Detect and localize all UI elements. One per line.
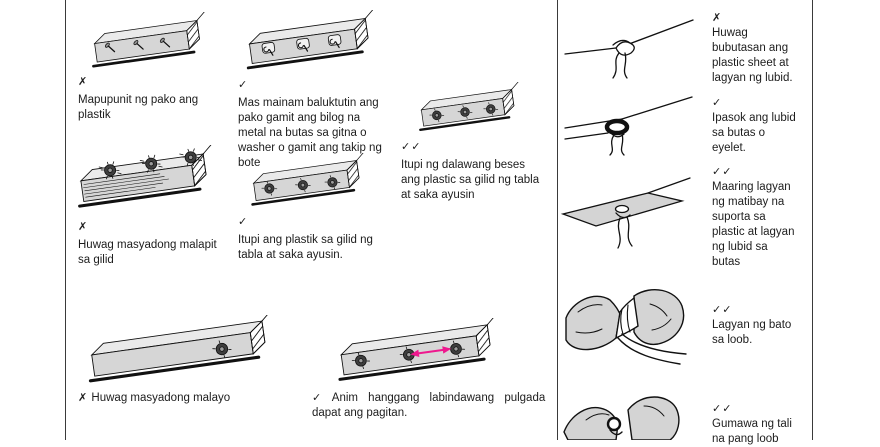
check-mark: ✓ [712,97,723,109]
rope-eyelet-illustration [562,92,706,156]
caption-text: Maaring lagyan ng matibay na suporta sa … [712,181,795,268]
double-check-mark: ✓✓ [712,166,733,178]
rope-knot-illustration [562,12,708,82]
caption-text: Lagyan ng bato sa loob. [712,319,792,346]
caption-no-hole: ✗ Huwag bubutasan ang plastic sheet at l… [712,11,816,86]
check-mark: ✓ [238,79,249,91]
caption-text: Itupi ang plastik sa gilid ng tabla at s… [238,234,373,261]
beam-nails-illustration [74,12,230,80]
caption-text: Ipasok ang lubid sa butas o eyelet. [712,112,796,154]
beam-fold-once-illustration [232,153,390,217]
double-check-mark: ✓✓ [712,403,733,415]
rope-support-illustration [560,168,708,260]
caption-nails: ✗ Mapupunit ng pako ang plastik [78,75,238,123]
caption-text: Huwag masyadong malapit sa gilid [78,239,217,266]
caption-fold-once: ✓ Itupi ang plastik sa gilid ng tabla at… [238,215,410,263]
caption-text: Anim hanggang labindawang pulgada [331,392,546,404]
caption-text: Huwag bubutasan ang plastic sheet at lag… [712,27,793,84]
caption-text: Huwag masyadong malayo [91,392,231,404]
caption-bent-nails: ✓ Mas mainam baluktutin ang pako gamit a… [238,78,410,171]
middle-column-divider [557,0,558,440]
caption-support: ✓✓ Maaring lagyan ng matibay na suporta … [712,165,818,270]
caption-text: Mas mainam baluktutin ang pako gamit ang… [238,97,382,169]
right-column-divider [812,0,813,440]
double-check-mark: ✓✓ [401,141,422,153]
caption-text: Gumawa ng tali na pang loob [712,418,792,445]
stone-bundle-illustration [558,282,700,376]
double-check-mark: ✓✓ [712,304,733,316]
caption-line1: ✓ Anim hanggang labindawang pulgada [312,391,552,406]
beam-too-close-illustration [70,145,228,221]
wrong-mark: ✗ [78,76,89,88]
caption-eyelet: ✓ Ipasok ang lubid sa butas o eyelet. [712,96,816,156]
caption-text: Itupi ng dalawang beses ang plastic sa g… [401,159,540,201]
wrong-mark: ✗ [712,12,723,24]
check-mark: ✓ [238,216,249,228]
beam-bent-nails-illustration [230,10,398,82]
caption-stone: ✓✓ Lagyan ng bato sa loob. [712,303,818,348]
caption-too-far: ✗ Huwag masyadong malayo [78,391,303,406]
beam-too-far-illustration [70,315,298,393]
caption-text: Mapupunit ng pako ang plastik [78,94,199,121]
left-column-divider [65,0,66,440]
caption-inner-tie: ✓✓ Gumawa ng tali na pang loob [712,402,818,447]
wrong-mark: ✗ [78,221,89,233]
inner-tie-illustration [558,390,700,440]
caption-too-close: ✗ Huwag masyadong malapit sa gilid [78,220,238,268]
check-mark: ✓ [312,392,323,404]
caption-line2: dapat ang pagitan. [312,407,408,419]
caption-fold-twice: ✓✓ Itupi ng dalawang beses ang plastic s… [401,140,573,203]
beam-spacing-illustration [312,318,530,392]
wrong-mark: ✗ [78,392,89,404]
beam-washers-illustration [396,82,548,142]
caption-spacing: ✓ Anim hanggang labindawang pulgada dapa… [312,391,552,421]
